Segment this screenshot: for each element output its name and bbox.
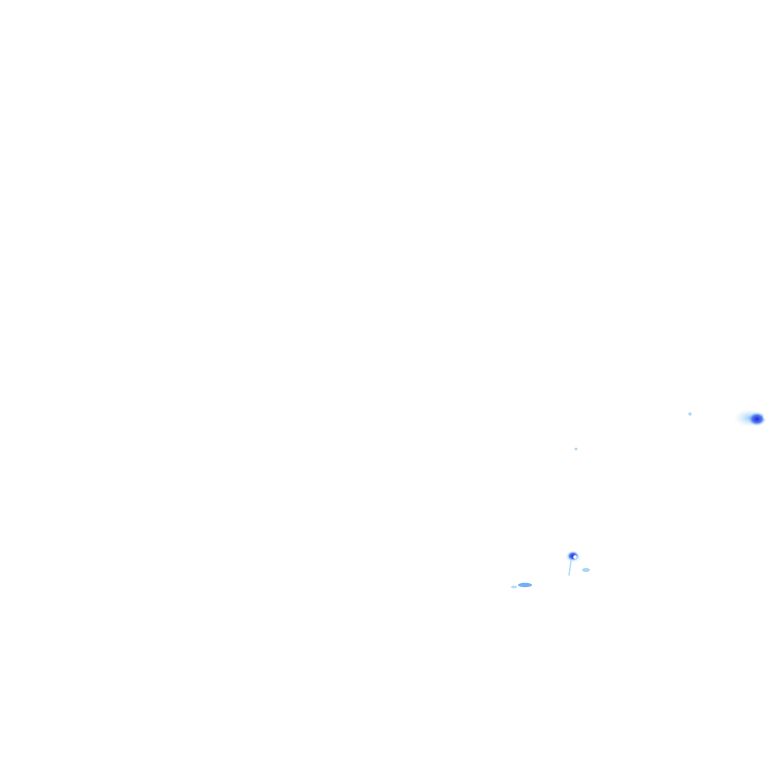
precip-cell-east-edge bbox=[734, 409, 767, 427]
precip-speck-east bbox=[688, 412, 692, 416]
precip-fleck-south-right bbox=[582, 568, 590, 572]
precip-cell-south-center bbox=[564, 551, 582, 576]
precip-speck-middle bbox=[574, 447, 578, 451]
precip-fleck-south-left bbox=[511, 582, 532, 589]
